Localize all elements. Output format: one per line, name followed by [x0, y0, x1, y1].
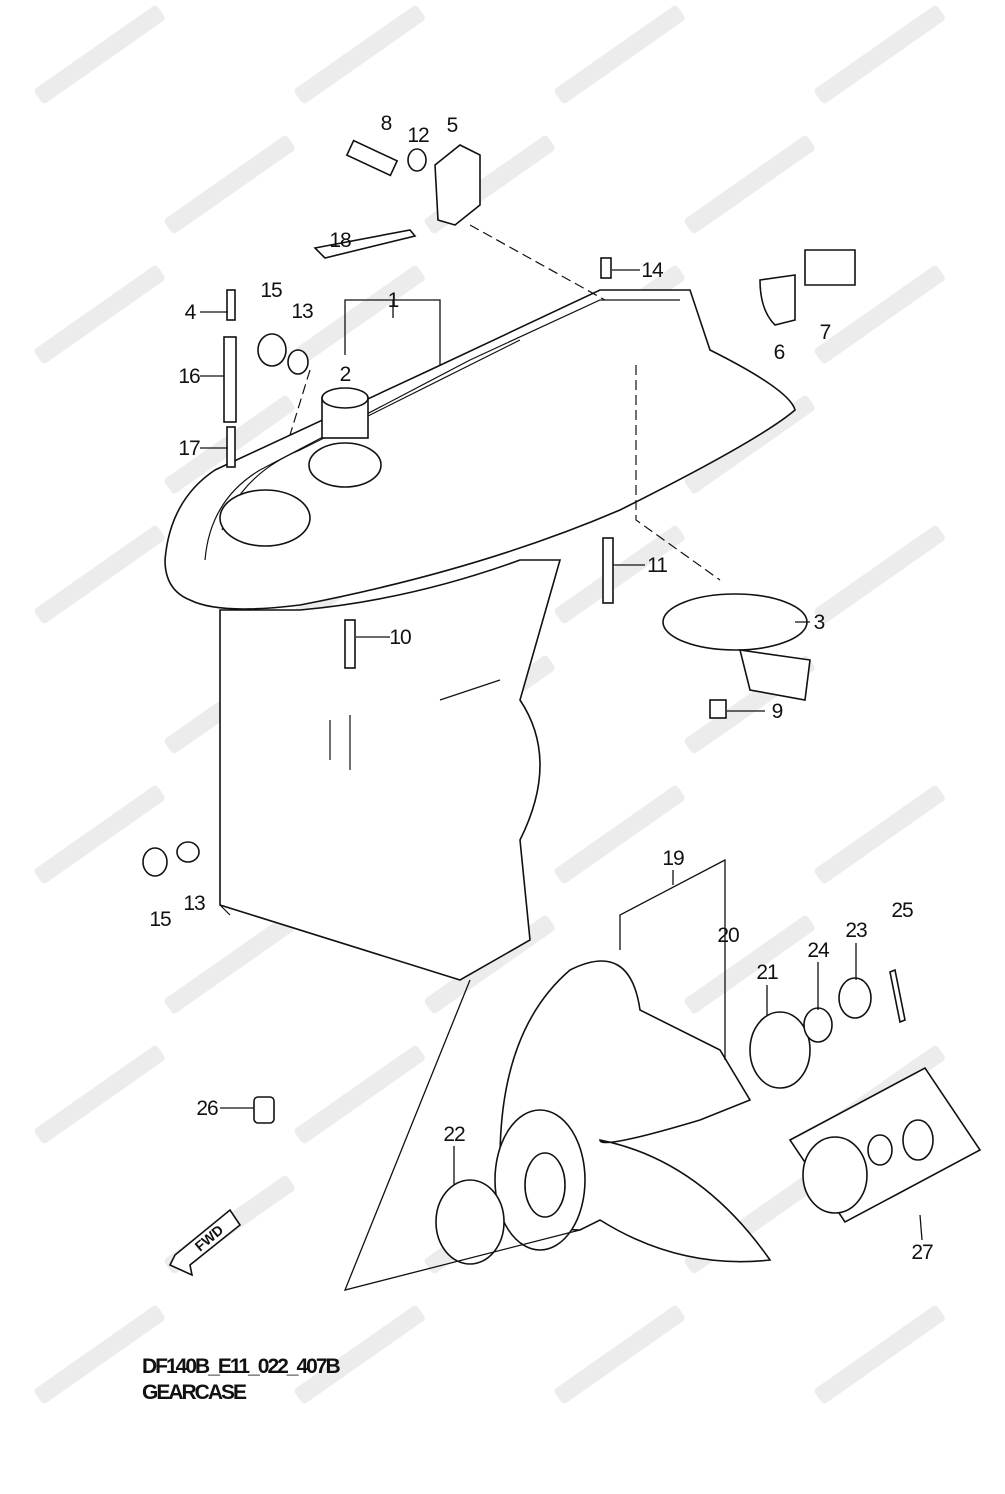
watermark-mark: [554, 785, 685, 884]
callout-6: 6: [774, 341, 785, 364]
watermark-mark: [164, 915, 295, 1014]
callout-8: 8: [381, 112, 392, 135]
callout-20: 20: [717, 924, 739, 947]
callout-10: 10: [389, 626, 411, 649]
callout-22: 22: [443, 1123, 465, 1146]
watermark-mark: [684, 915, 815, 1014]
callout-27: 27: [911, 1241, 933, 1264]
watermark-mark: [294, 265, 425, 364]
callout-24: 24: [807, 939, 830, 962]
watermark-mark: [814, 1305, 945, 1404]
callout-18: 18: [329, 229, 351, 252]
callout-3: 3: [814, 611, 825, 634]
watermark-mark: [294, 5, 425, 104]
callout-23: 23: [845, 919, 867, 942]
callout-19: 19: [662, 847, 684, 870]
callout-16: 16: [178, 365, 200, 388]
watermark-mark: [554, 1305, 685, 1404]
callout-labels: 1 2 3 4 5 6 7 8 9 10 11 12 13 14 15 16 1…: [149, 112, 934, 1264]
callout-14: 14: [641, 259, 664, 282]
watermark-mark: [814, 525, 945, 624]
callout-11: 11: [647, 554, 667, 577]
callout-1: 1: [388, 289, 399, 312]
callout-17: 17: [178, 437, 200, 460]
gear-case-housing: [164, 289, 796, 981]
watermark-mark: [34, 1305, 165, 1404]
watermark-mark: [294, 1305, 425, 1404]
callout-26: 26: [196, 1097, 218, 1120]
watermark-mark: [164, 135, 295, 234]
callout-21: 21: [756, 961, 778, 984]
watermark-mark: [34, 5, 165, 104]
watermark-mark: [554, 5, 685, 104]
parts: [142, 139, 982, 1265]
watermark-mark: [814, 265, 945, 364]
callout-25: 25: [891, 899, 913, 922]
callout-5: 5: [447, 114, 458, 137]
callout-15-lower: 15: [149, 908, 171, 931]
callout-15: 15: [260, 279, 282, 302]
watermark-mark: [34, 1045, 165, 1144]
diagram-title: GEARCASE: [142, 1381, 247, 1404]
callout-4: 4: [185, 301, 197, 324]
watermark-mark: [814, 785, 945, 884]
leader-lines: FWD: [168, 224, 923, 1291]
callout-2: 2: [340, 363, 351, 386]
diagram-code: DF140B_E11_022_407B: [142, 1355, 341, 1378]
watermark-mark: [814, 5, 945, 104]
watermark-mark: [34, 265, 165, 364]
watermark-mark: [34, 525, 165, 624]
callout-13-lower: 13: [183, 892, 205, 915]
callout-7: 7: [820, 321, 831, 344]
callout-9: 9: [772, 700, 783, 723]
watermark-mark: [294, 1045, 425, 1144]
watermark-mark: [34, 785, 165, 884]
watermark-mark: [684, 135, 815, 234]
fwd-arrow-icon: [168, 1208, 242, 1277]
callout-13: 13: [291, 300, 313, 323]
watermark-mark: [554, 525, 685, 624]
callout-12: 12: [407, 124, 429, 147]
